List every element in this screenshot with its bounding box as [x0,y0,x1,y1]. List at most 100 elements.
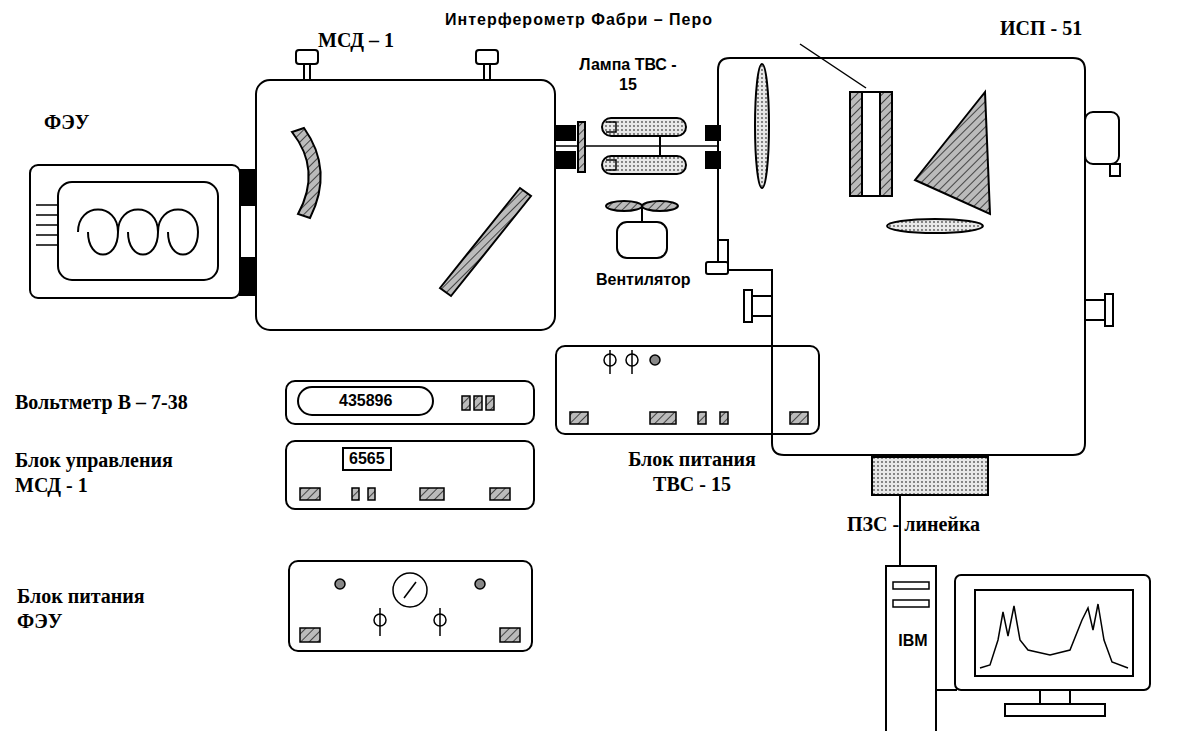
panel-controls [420,488,444,500]
monitor [980,604,1128,668]
monitor [955,575,1150,716]
fan [641,206,643,222]
part-label: Лампа ТВС - 15 [578,55,678,95]
monochromator-body [440,188,531,296]
photomultiplier [30,165,256,298]
spectrograph-body [744,290,752,322]
control-unit: Блок управления МСД - 16565 [285,440,535,510]
monitor [1005,704,1105,716]
spectrograph-body [706,262,728,274]
part-label: Вентилятор [596,270,690,290]
monochromator-body [296,50,318,64]
monochromator-body [256,50,585,330]
voltmeter: Вольтметр В – 7-38435896 [285,380,535,425]
spectrograph-body [1110,164,1120,176]
photomultiplier [58,182,218,280]
device-label: ИСП - 51 [1000,16,1082,41]
panel-controls [486,396,494,410]
monochromator-body [256,80,555,330]
spectrograph-body [1105,294,1113,326]
photomultiplier [30,165,240,298]
computer: IBM [885,565,937,731]
spectrograph: ИСП - 51 [718,58,1085,455]
spectrograph-body [706,58,1120,496]
monochromator-body [578,122,585,172]
panel-knobs [404,582,416,598]
computer-details [893,600,929,607]
spectrograph-body [752,296,772,316]
panel-controls [570,412,588,424]
spectrograph-body [706,152,720,168]
panel-controls [368,488,375,500]
monochromator-body [484,64,490,80]
spectrograph-body [1085,300,1105,320]
fan [606,201,642,211]
photomultiplier [240,258,256,295]
panel-knobs [335,579,345,589]
monitor [975,590,1133,676]
lamp [602,156,686,174]
spectrograph-body [706,126,720,140]
lamp [602,118,686,136]
panel-knobs [379,608,381,636]
monochromator: МСД – 1 [240,80,555,330]
panel-knobs [439,608,441,636]
device-label: ФЭУ [44,110,89,135]
panel-controls [500,628,520,642]
spectrograph-body [880,92,892,196]
pmt-power-supply: Блок питания ФЭУ [288,560,533,652]
photomultiplier: ФЭУ [30,165,240,298]
device-label: IBM [887,631,939,651]
spectrograph-body [1085,112,1119,164]
spectrograph-body [718,58,1085,455]
lamp [602,118,686,174]
part-label: Интерферометр Фабри – Перо [445,10,713,30]
computer-details [937,689,957,691]
device-label: Блок питания ТВС - 15 [612,447,772,497]
spectrograph-body [887,219,983,233]
panel-controls [300,628,320,642]
panel-controls [490,488,510,500]
monitor [1040,690,1070,704]
photomultiplier [36,205,58,245]
device-label: Блок питания ФЭУ [17,584,162,634]
spectrograph-body [850,92,862,196]
panel-controls [650,412,676,424]
computer-details [893,582,929,589]
leader-line [800,44,866,88]
panel-knobs [631,350,633,374]
photomultiplier [78,210,198,255]
panel-controls [352,488,359,500]
monochromator-body [555,126,575,140]
panel-controls [790,412,808,424]
monochromator-body [555,152,575,168]
monochromator-body [292,128,321,218]
ccd-array: ПЗС - линейка [871,456,989,496]
spectrograph-body [915,92,990,214]
panel-controls [474,396,482,410]
fan [606,201,678,258]
lamp [659,136,661,156]
lamp [606,122,616,170]
display-readout: 435896 [297,386,434,416]
spectrograph-body [871,456,989,496]
fan [617,222,667,258]
panel-knobs [475,579,485,589]
monochromator-body [476,50,498,64]
lamp-power-supply: Блок питания ТВС - 15 [555,345,820,435]
panel-controls [300,488,320,500]
panel-controls [698,412,706,424]
spectrograph-body [755,64,769,188]
fan [642,201,678,211]
device-label: ПЗС - линейка [847,512,980,537]
photomultiplier [240,170,256,205]
panel-knobs [650,355,660,365]
device-label: МСД – 1 [318,28,394,53]
panel-controls [720,412,728,424]
panel-knobs [609,350,611,374]
panel-controls [300,396,808,642]
device-label: Вольтметр В – 7-38 [15,390,188,415]
panel-knobs [393,573,427,607]
